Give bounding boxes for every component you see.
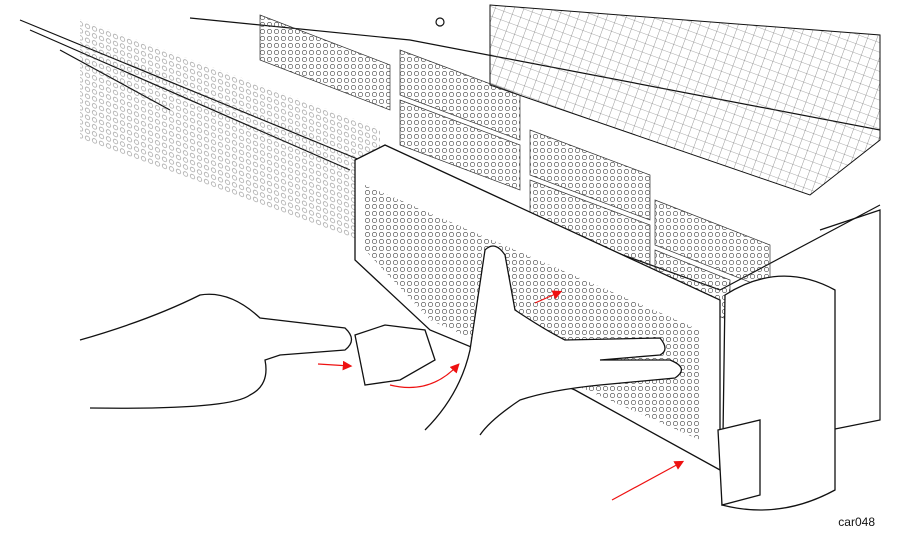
front-bezel bbox=[354, 144, 836, 511]
figure-label: car048 bbox=[838, 515, 875, 529]
motion-arrows bbox=[317, 290, 685, 501]
right-hand bbox=[424, 245, 682, 436]
insert-arrow bbox=[611, 460, 685, 501]
rotate-arrow bbox=[389, 363, 460, 389]
left-hand bbox=[79, 293, 353, 409]
drive-bays bbox=[259, 14, 771, 321]
push-arrow bbox=[317, 360, 353, 371]
slide-arrow bbox=[534, 290, 563, 304]
